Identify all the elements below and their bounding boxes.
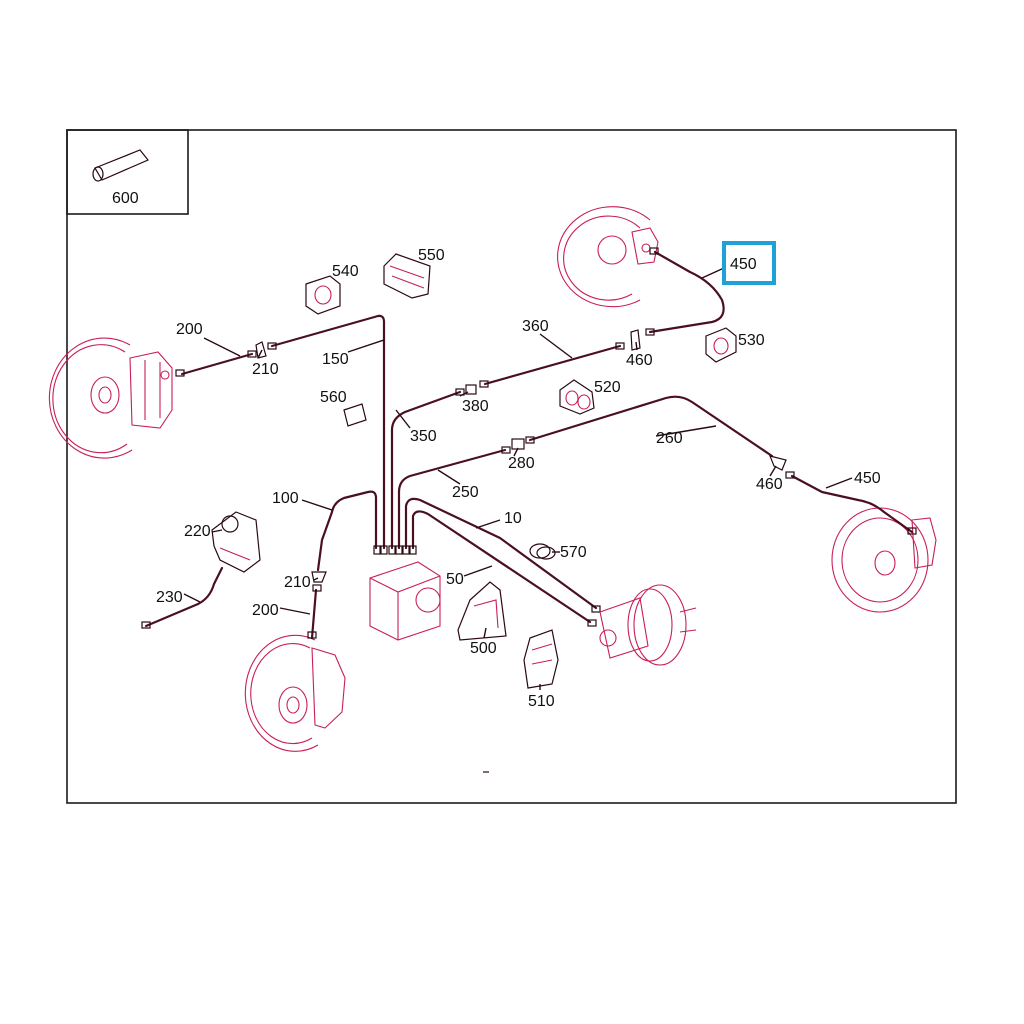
- label-210-lower: 210: [284, 574, 311, 591]
- part-600-sleeve[interactable]: [92, 149, 149, 182]
- part-550-holder[interactable]: [383, 253, 431, 299]
- part-520-holder[interactable]: [559, 379, 595, 415]
- label-250: 250: [452, 484, 479, 501]
- label-600: 600: [112, 190, 139, 207]
- label-360: 360: [522, 318, 549, 335]
- pipe-450-rear-upper[interactable]: [648, 250, 725, 334]
- label-350: 350: [410, 428, 437, 445]
- pipe-150[interactable]: [270, 314, 386, 550]
- pipe-200-front-left[interactable]: [180, 352, 254, 376]
- label-230: 230: [156, 589, 183, 606]
- pipe-10[interactable]: [404, 497, 598, 610]
- part-560-clip[interactable]: [343, 403, 367, 427]
- label-220: 220: [184, 523, 211, 540]
- diagram-frame: [66, 129, 957, 804]
- part-460-clip-upper[interactable]: [630, 329, 641, 351]
- pipe-260[interactable]: [528, 395, 774, 458]
- pipe-100[interactable]: [316, 490, 378, 572]
- abs-hydraulic-unit[interactable]: [369, 561, 441, 641]
- label-10: 10: [504, 510, 522, 527]
- pipe-360[interactable]: [483, 344, 622, 386]
- part-210-clip-lower[interactable]: [311, 571, 327, 583]
- label-500: 500: [470, 640, 497, 657]
- part-210-clip-upper[interactable]: [255, 341, 267, 359]
- label-570: 570: [560, 544, 587, 561]
- label-460-lower: 460: [756, 476, 783, 493]
- part-510-bracket[interactable]: [523, 629, 559, 689]
- label-560: 560: [320, 389, 347, 406]
- label-50: 50: [446, 571, 464, 588]
- leader-lines: [183, 267, 853, 690]
- label-210-upper: 210: [252, 361, 279, 378]
- front-right-brake-disc[interactable]: [244, 634, 346, 752]
- label-510: 510: [528, 693, 555, 710]
- pipe-250[interactable]: [397, 448, 507, 550]
- label-530: 530: [738, 332, 765, 349]
- front-left-brake-disc[interactable]: [48, 337, 173, 459]
- pipe-50[interactable]: [411, 510, 592, 624]
- label-450-lower: 450: [854, 470, 881, 487]
- pipe-350[interactable]: [390, 390, 462, 550]
- label-460-upper: 460: [626, 352, 653, 369]
- label-200-upper: 200: [176, 321, 203, 338]
- label-550: 550: [418, 247, 445, 264]
- label-100: 100: [272, 490, 299, 507]
- part-280-connector[interactable]: [511, 438, 525, 450]
- label-380: 380: [462, 398, 489, 415]
- pipe-450-rear-right[interactable]: [790, 474, 914, 534]
- label-150: 150: [322, 351, 349, 368]
- label-280: 280: [508, 455, 535, 472]
- label-540: 540: [332, 263, 359, 280]
- highlight-box-450: [722, 241, 776, 285]
- part-460-clip-lower[interactable]: [769, 455, 787, 471]
- part-540-bracket[interactable]: [305, 275, 341, 315]
- label-200-lower: 200: [252, 602, 279, 619]
- part-380-connector[interactable]: [465, 384, 477, 395]
- part-530-bracket[interactable]: [705, 327, 737, 363]
- label-260: 260: [656, 430, 683, 447]
- pipe-fittings: [141, 247, 917, 639]
- brake-master-cylinder-booster[interactable]: [599, 584, 697, 666]
- label-450-upper: 450: [730, 256, 757, 273]
- pipe-230[interactable]: [144, 566, 224, 628]
- pipe-200-front-right[interactable]: [310, 588, 318, 640]
- part-220-sensor-bracket[interactable]: [211, 511, 261, 573]
- rear-right-brake-disc[interactable]: [831, 507, 937, 613]
- label-520: 520: [594, 379, 621, 396]
- inset-box: [66, 129, 189, 215]
- part-570-clamp[interactable]: [529, 543, 556, 560]
- rear-upper-brake-disc[interactable]: [557, 206, 659, 308]
- part-500-bracket[interactable]: [457, 581, 507, 641]
